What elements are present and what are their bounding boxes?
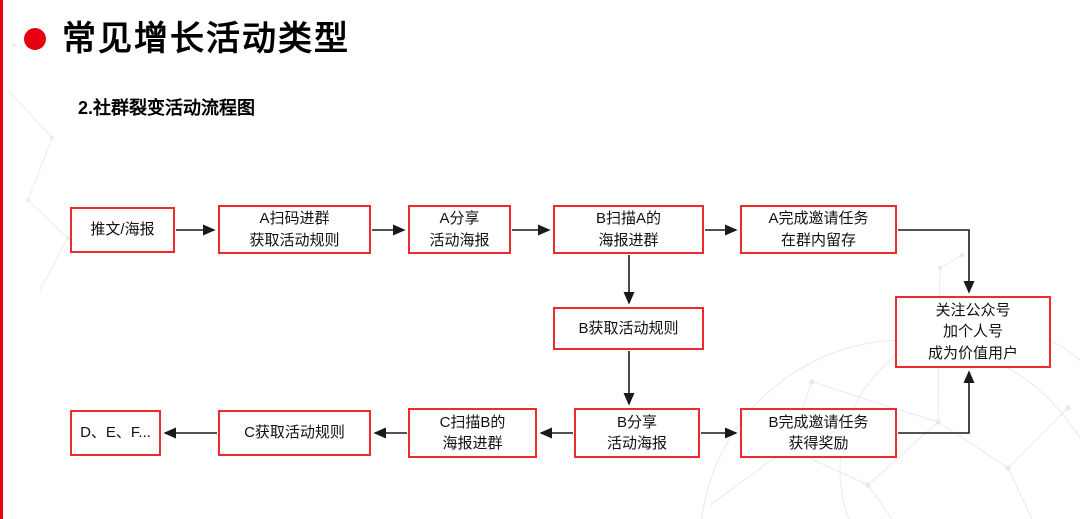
red-dot-icon <box>24 28 46 50</box>
flow-node-line: 获得奖励 <box>788 435 849 452</box>
left-accent-strip <box>0 0 3 519</box>
page-title: 常见增长活动类型 <box>62 20 350 58</box>
flow-node-line: 关注公众号 <box>935 302 1011 320</box>
flow-node-line: D、E、F... <box>80 424 151 442</box>
flow-node-line: A分享 <box>439 210 480 228</box>
flow-node-tweet-poster: 推文/海报 <box>70 207 175 253</box>
flow-node-line: 活动海报 <box>429 231 490 249</box>
flow-node-line: B分享 <box>616 413 657 431</box>
flow-node-line: 加个人号 <box>942 323 1003 341</box>
flow-node-line: A完成邀请任务 <box>768 210 869 228</box>
flow-node-b-share-poster: B分享 活动海报 <box>574 408 700 458</box>
flow-node-line: 海报进群 <box>442 435 503 452</box>
flow-node-line: C获取活动规则 <box>244 424 345 442</box>
flow-node-line: 活动海报 <box>606 435 667 452</box>
flow-node-line: 成为价值用户 <box>927 344 1018 362</box>
flow-node-line: B完成邀请任务 <box>768 413 869 431</box>
flow-node-def-more: D、E、F... <box>70 410 161 456</box>
flow-node-line: 获取活动规则 <box>249 231 340 249</box>
flow-node-c-scan-b-poster: C扫描B的 海报进群 <box>408 408 537 458</box>
flow-node-line: A扫码进群 <box>259 210 330 228</box>
flow-node-a-complete-task: A完成邀请任务 在群内留存 <box>740 205 897 254</box>
flow-node-b-get-rules: B获取活动规则 <box>553 307 704 350</box>
flow-node-line: 推文/海报 <box>90 221 155 239</box>
decor-network-bottom-right <box>701 252 1080 519</box>
flow-node-a-share-poster: A分享 活动海报 <box>408 205 511 254</box>
flow-node-b-complete-task: B完成邀请任务 获得奖励 <box>740 408 897 458</box>
flow-node-b-scan-a-poster: B扫描A的 海报进群 <box>553 205 704 254</box>
flow-arrow <box>898 370 975 434</box>
flow-node-line: B获取活动规则 <box>578 319 679 337</box>
flow-arrow <box>898 229 975 294</box>
flow-node-line: 海报进群 <box>598 231 659 249</box>
flow-node-line: 在群内留存 <box>780 231 856 249</box>
header: 常见增长活动类型 <box>24 22 350 56</box>
section-title: 2.社群裂变活动流程图 <box>78 98 256 118</box>
flow-node-line: C扫描B的 <box>439 413 506 431</box>
flow-node-line: B扫描A的 <box>595 210 661 228</box>
flow-node-follow-official-account: 关注公众号 加个人号 成为价值用户 <box>895 296 1051 368</box>
flow-node-a-scan-join: A扫码进群 获取活动规则 <box>218 205 371 254</box>
flow-node-c-get-rules: C获取活动规则 <box>218 410 371 456</box>
decor-network-top-left <box>7 42 71 291</box>
